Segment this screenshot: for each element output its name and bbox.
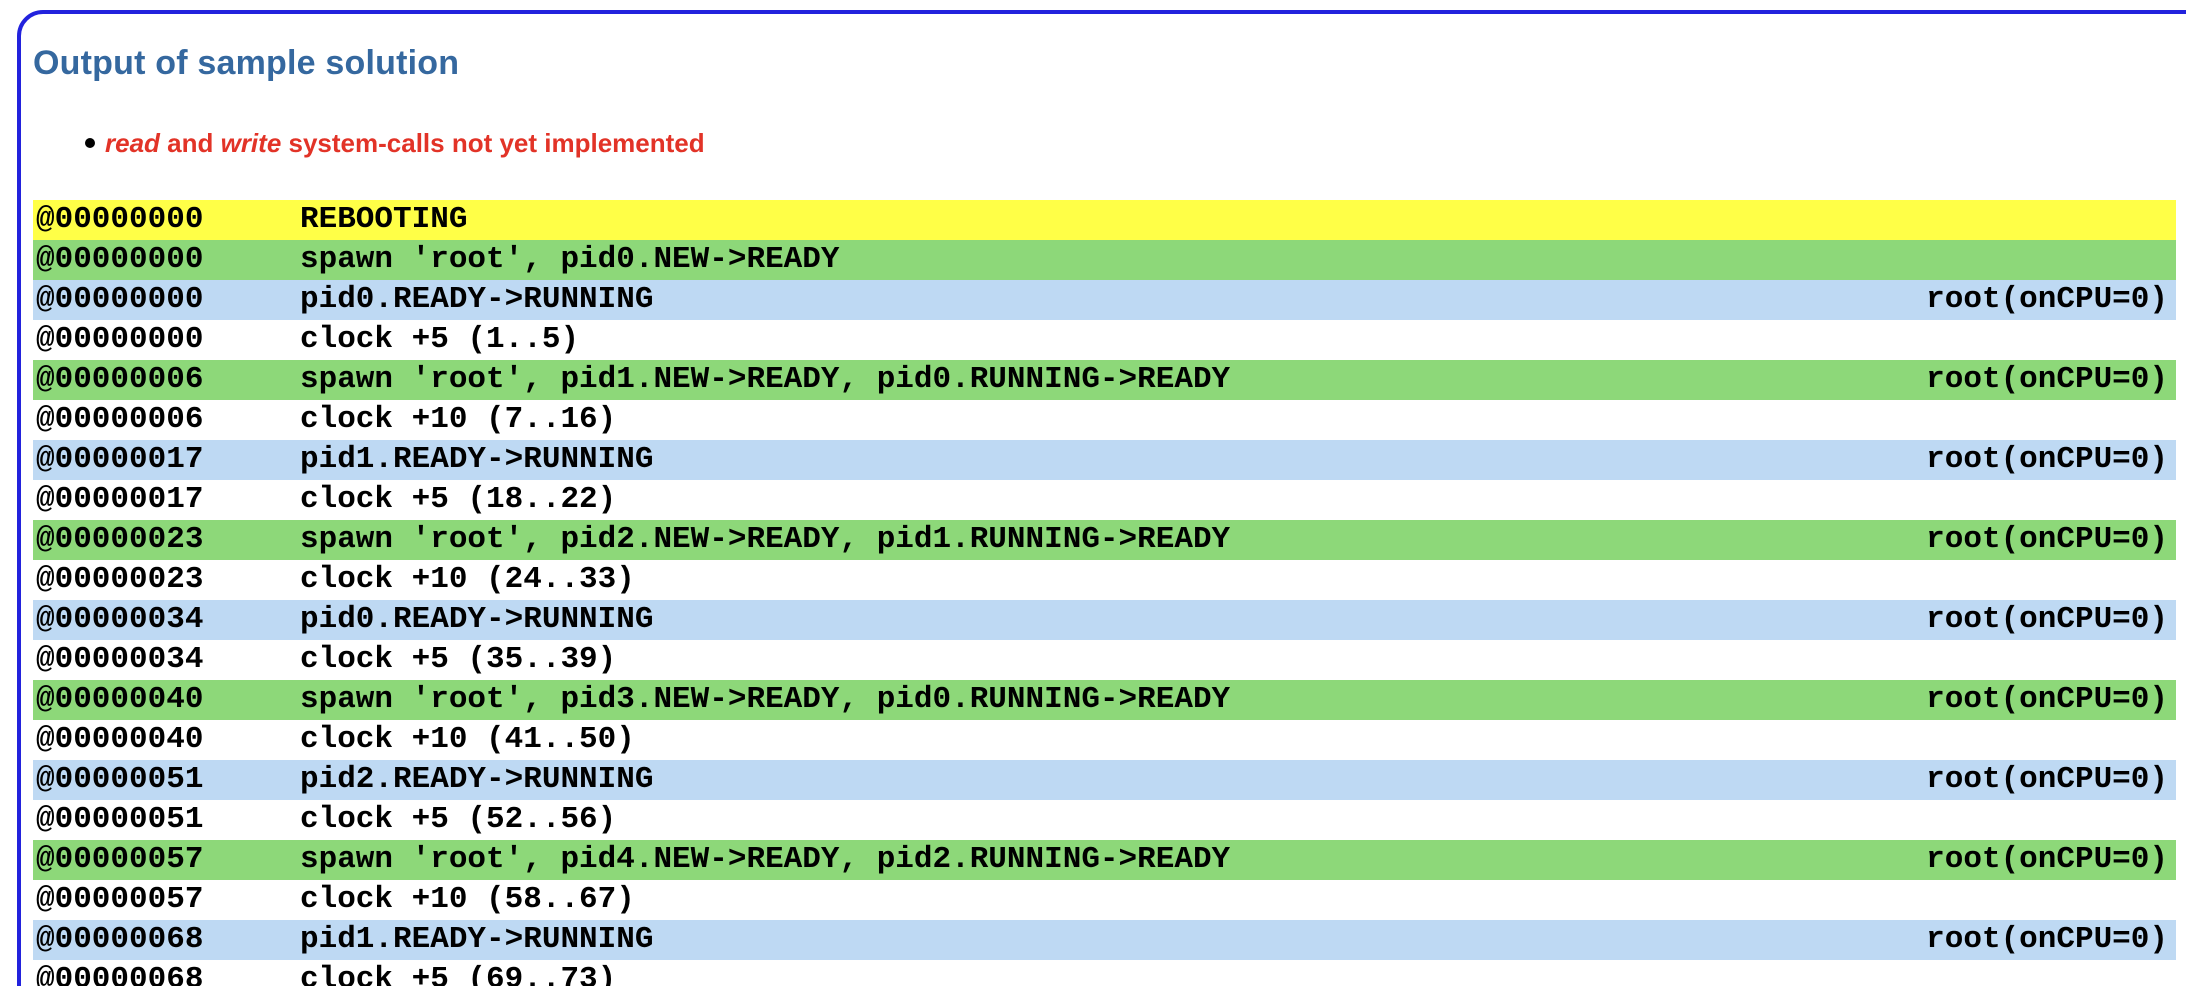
log-cpu-status: root(onCPU=0) (1926, 442, 2168, 477)
log-timestamp: @00000000 (36, 242, 204, 277)
log-timestamp: @00000023 (36, 562, 204, 597)
log-cpu-status (2168, 240, 2176, 280)
log-row: @00000040 clock +10 (41..50) (33, 720, 2176, 760)
log-message: clock +5 (18..22) (300, 482, 617, 517)
log-message: spawn 'root', pid2.NEW->READY, pid1.RUNN… (300, 522, 1231, 557)
log-cpu-status: root(onCPU=0) (1926, 762, 2168, 797)
log-row: @00000023 spawn 'root', pid2.NEW->READY,… (33, 520, 2176, 560)
log-timestamp: @00000051 (36, 762, 204, 797)
log-output: @00000000 REBOOTING @00000000 spawn 'roo… (33, 200, 2176, 986)
log-cpu-status (2168, 800, 2176, 840)
log-message: spawn 'root', pid1.NEW->READY, pid0.RUNN… (300, 362, 1231, 397)
log-row: @00000000 REBOOTING (33, 200, 2176, 240)
log-row: @00000000 clock +5 (1..5) (33, 320, 2176, 360)
log-message: spawn 'root', pid0.NEW->READY (300, 242, 840, 277)
log-timestamp: @00000034 (36, 602, 204, 637)
log-cpu-status: root(onCPU=0) (1926, 682, 2168, 717)
log-cpu-status (2168, 200, 2176, 240)
note-text: and (159, 128, 221, 158)
log-cpu-status (2168, 880, 2176, 920)
log-message: pid2.READY->RUNNING (300, 762, 654, 797)
log-cpu-status (2168, 640, 2176, 680)
log-row: @00000034 pid0.READY->RUNNING root(onCPU… (33, 600, 2176, 640)
log-message: clock +10 (58..67) (300, 882, 635, 917)
log-timestamp: @00000057 (36, 842, 204, 877)
log-row: @00000000 pid0.READY->RUNNING root(onCPU… (33, 280, 2176, 320)
log-message: clock +10 (41..50) (300, 722, 635, 757)
note-keyword-write: write (220, 128, 282, 158)
log-message: pid1.READY->RUNNING (300, 442, 654, 477)
log-cpu-status: root(onCPU=0) (1926, 362, 2168, 397)
log-timestamp: @00000006 (36, 402, 204, 437)
log-timestamp: @00000000 (36, 282, 204, 317)
log-cpu-status: root(onCPU=0) (1926, 602, 2168, 637)
log-row: @00000068 pid1.READY->RUNNING root(onCPU… (33, 920, 2176, 960)
log-timestamp: @00000017 (36, 482, 204, 517)
log-message: clock +5 (35..39) (300, 642, 617, 677)
log-cpu-status (2168, 320, 2176, 360)
log-message: REBOOTING (300, 202, 468, 237)
log-row: @00000051 pid2.READY->RUNNING root(onCPU… (33, 760, 2176, 800)
log-message: clock +5 (52..56) (300, 802, 617, 837)
note-item: read and write system-calls not yet impl… (33, 126, 2186, 160)
log-timestamp: @00000057 (36, 882, 204, 917)
log-row: @00000006 spawn 'root', pid1.NEW->READY,… (33, 360, 2176, 400)
log-cpu-status (2168, 560, 2176, 600)
log-timestamp: @00000068 (36, 962, 204, 986)
log-timestamp: @00000023 (36, 522, 204, 557)
log-cpu-status (2168, 720, 2176, 760)
log-row: @00000057 spawn 'root', pid4.NEW->READY,… (33, 840, 2176, 880)
log-message: clock +5 (69..73) (300, 962, 617, 986)
log-row: @00000068 clock +5 (69..73) (33, 960, 2176, 986)
log-row: @00000051 clock +5 (52..56) (33, 800, 2176, 840)
log-row: @00000057 clock +10 (58..67) (33, 880, 2176, 920)
log-message: clock +5 (1..5) (300, 322, 580, 357)
log-cpu-status (2168, 960, 2176, 986)
page-title: Output of sample solution (33, 44, 460, 82)
log-message: spawn 'root', pid4.NEW->READY, pid2.RUNN… (300, 842, 1231, 877)
log-cpu-status: root(onCPU=0) (1926, 922, 2168, 957)
log-timestamp: @00000000 (36, 322, 204, 357)
log-timestamp: @00000040 (36, 722, 204, 757)
log-timestamp: @00000006 (36, 362, 204, 397)
log-row: @00000000 spawn 'root', pid0.NEW->READY (33, 240, 2176, 280)
note-keyword-read: read (105, 128, 160, 158)
content-panel: Output of sample solution read and write… (17, 10, 2186, 986)
log-timestamp: @00000051 (36, 802, 204, 837)
log-row: @00000017 clock +5 (18..22) (33, 480, 2176, 520)
log-row: @00000023 clock +10 (24..33) (33, 560, 2176, 600)
log-cpu-status (2168, 480, 2176, 520)
log-cpu-status: root(onCPU=0) (1926, 522, 2168, 557)
log-message: pid0.READY->RUNNING (300, 602, 654, 637)
log-row: @00000040 spawn 'root', pid3.NEW->READY,… (33, 680, 2176, 720)
log-message: pid1.READY->RUNNING (300, 922, 654, 957)
log-message: spawn 'root', pid3.NEW->READY, pid0.RUNN… (300, 682, 1231, 717)
log-timestamp: @00000000 (36, 202, 204, 237)
log-cpu-status: root(onCPU=0) (1926, 842, 2168, 877)
log-timestamp: @00000017 (36, 442, 204, 477)
log-row: @00000034 clock +5 (35..39) (33, 640, 2176, 680)
note-text: system-calls not yet implemented (281, 128, 705, 158)
log-row: @00000006 clock +10 (7..16) (33, 400, 2176, 440)
log-timestamp: @00000034 (36, 642, 204, 677)
log-row: @00000017 pid1.READY->RUNNING root(onCPU… (33, 440, 2176, 480)
log-message: clock +10 (7..16) (300, 402, 617, 437)
log-timestamp: @00000040 (36, 682, 204, 717)
notes-list: read and write system-calls not yet impl… (33, 126, 2186, 160)
log-cpu-status: root(onCPU=0) (1926, 282, 2168, 317)
bullet-icon (85, 138, 95, 148)
log-message: pid0.READY->RUNNING (300, 282, 654, 317)
log-cpu-status (2168, 400, 2176, 440)
log-timestamp: @00000068 (36, 922, 204, 957)
log-message: clock +10 (24..33) (300, 562, 635, 597)
